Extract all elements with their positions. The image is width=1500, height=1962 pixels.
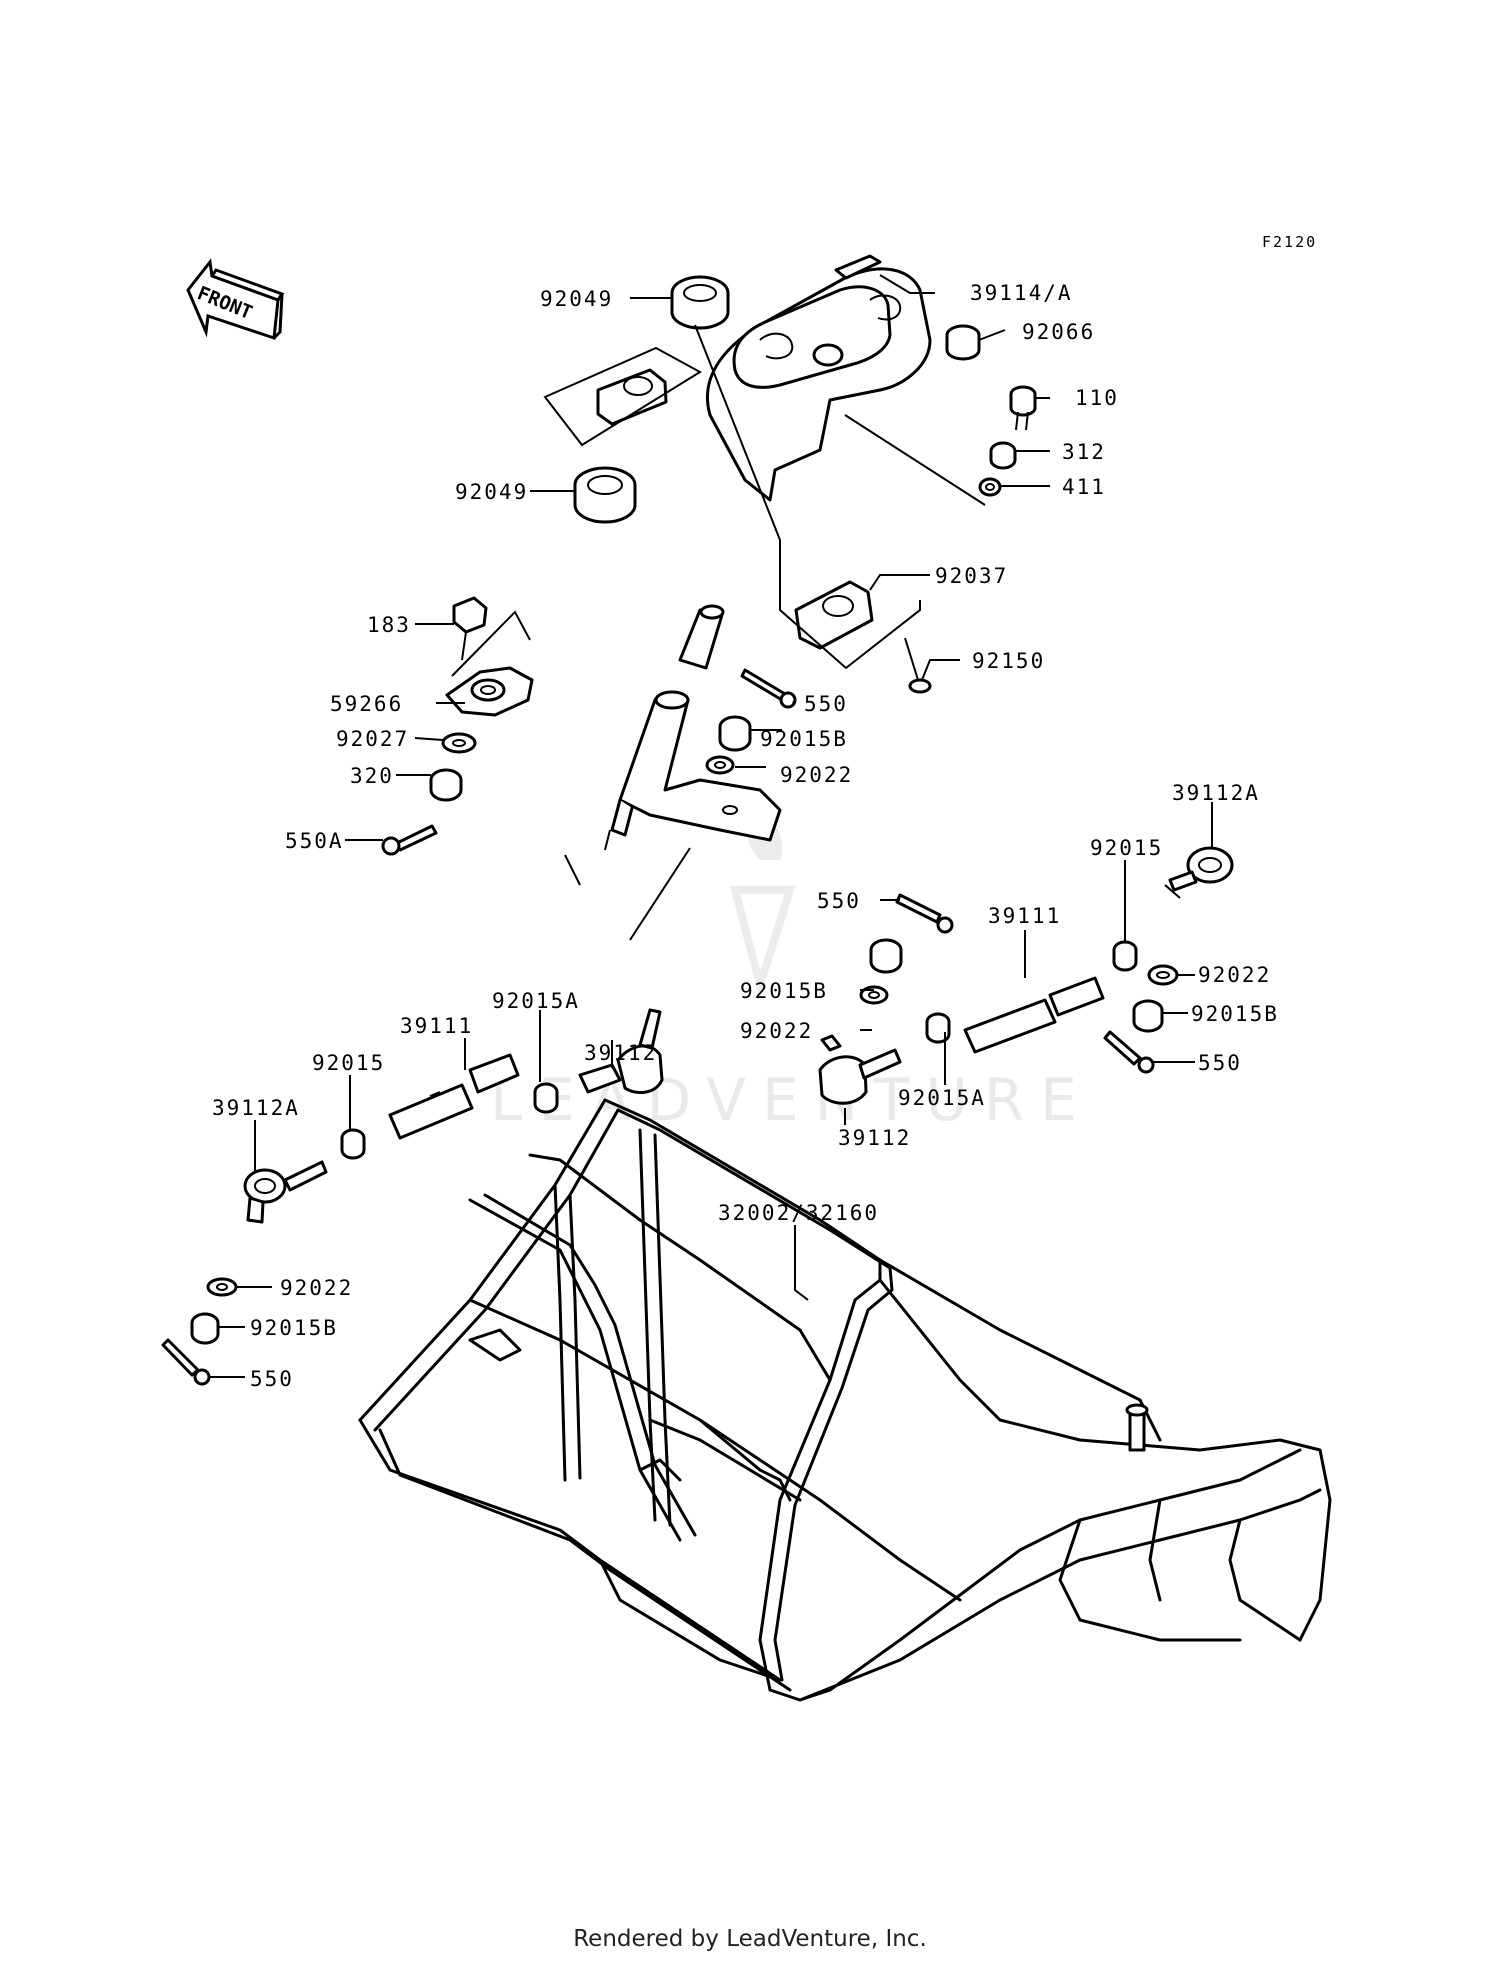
front-arrow-icon: FRONT bbox=[186, 258, 285, 341]
callout-550a: 550A bbox=[285, 829, 344, 853]
leader-lines bbox=[209, 274, 1213, 1378]
callout-92015b-b: 92015B bbox=[740, 979, 828, 1003]
footer-credit: Rendered by LeadVenture, Inc. bbox=[573, 1926, 927, 1952]
tie-rod-left bbox=[161, 1008, 664, 1386]
callout-39112a-left: 39112A bbox=[212, 1096, 300, 1120]
callout-39111-left: 39111 bbox=[400, 1014, 473, 1038]
callout-92049-top: 92049 bbox=[540, 287, 613, 311]
callout-92015b-a: 92015B bbox=[760, 727, 848, 751]
knuckle-bearing-left bbox=[381, 596, 534, 856]
figure-code: F2120 bbox=[1262, 233, 1317, 251]
main-frame bbox=[358, 1098, 1332, 1702]
callout-92022-c: 92022 bbox=[1198, 963, 1271, 987]
callout-32002-32160: 32002/32160 bbox=[718, 1201, 879, 1225]
callout-320: 320 bbox=[350, 764, 394, 788]
callout-39112-right: 39112 bbox=[838, 1126, 911, 1150]
callout-39114a: 39114/A bbox=[970, 281, 1073, 305]
callout-550-b: 550 bbox=[817, 889, 861, 913]
steering-shaft bbox=[564, 604, 782, 941]
callout-92066: 92066 bbox=[1022, 320, 1095, 344]
callout-550-c: 550 bbox=[1198, 1051, 1242, 1075]
callout-92015-left: 92015 bbox=[312, 1051, 385, 1075]
shaft-hardware bbox=[705, 668, 797, 775]
callout-92015a-left: 92015A bbox=[492, 989, 580, 1013]
handlebar-holder-assembly bbox=[543, 254, 1037, 694]
callout-92022-d: 92022 bbox=[280, 1276, 353, 1300]
callout-183: 183 bbox=[367, 613, 411, 637]
callout-92022-b: 92022 bbox=[740, 1019, 813, 1043]
callout-92015-right: 92015 bbox=[1090, 836, 1163, 860]
callout-labels: 92049 39114/A 92066 110 312 411 92049 92… bbox=[212, 281, 1279, 1391]
callout-59266: 59266 bbox=[330, 692, 403, 716]
callout-92027: 92027 bbox=[336, 727, 409, 751]
callout-92037: 92037 bbox=[935, 564, 1008, 588]
callout-92049-bottom: 92049 bbox=[455, 480, 528, 504]
callout-92015b-d: 92015B bbox=[250, 1316, 338, 1340]
callout-39112a-right: 39112A bbox=[1172, 781, 1260, 805]
callout-92150: 92150 bbox=[972, 649, 1045, 673]
callout-92022-a: 92022 bbox=[780, 763, 853, 787]
callout-39111-right: 39111 bbox=[988, 904, 1061, 928]
callout-92015a-right: 92015A bbox=[898, 1086, 986, 1110]
callout-110: 110 bbox=[1075, 386, 1119, 410]
callout-411: 411 bbox=[1062, 475, 1106, 499]
tie-rod-right bbox=[818, 846, 1234, 1105]
callout-39112-left: 39112 bbox=[584, 1041, 657, 1065]
callout-92015b-c: 92015B bbox=[1191, 1002, 1279, 1026]
callout-550-a: 550 bbox=[804, 692, 848, 716]
watermark: LEADVENTURE bbox=[490, 800, 1077, 1134]
callout-550-d: 550 bbox=[250, 1367, 294, 1391]
callout-312: 312 bbox=[1062, 440, 1106, 464]
